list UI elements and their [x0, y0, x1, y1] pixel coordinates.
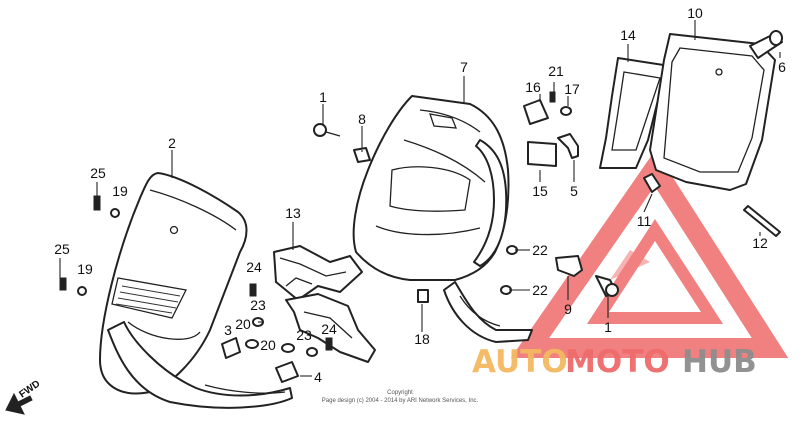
callout-3: 3 [224, 322, 232, 338]
nut-part-17 [560, 106, 572, 116]
screw-part-8 [353, 147, 371, 163]
callout-14: 14 [620, 27, 636, 43]
callout-20-a: 20 [235, 316, 251, 332]
callout-19-b: 19 [77, 261, 93, 277]
callout-23-b: 23 [296, 327, 312, 343]
callout-13: 13 [285, 205, 301, 221]
callout-numbers: 1 1 2 3 4 5 6 7 8 9 10 11 12 13 14 15 16… [54, 5, 786, 385]
watermark-logo [510, 149, 789, 358]
watermark-auto: AUTO [472, 344, 568, 380]
watermark-moto: MOTO [565, 344, 670, 380]
front-cover-part-2 [99, 172, 293, 409]
callout-25-b: 25 [54, 241, 70, 257]
frame-part-10 [649, 33, 776, 191]
copyright-notice: Copyright Page design (c) 2004 - 2014 by… [322, 390, 479, 404]
watermark-text: AUTO MOTO HUB [472, 344, 757, 380]
callout-12: 12 [752, 235, 768, 251]
leader-lines [59, 20, 781, 377]
fitting-part-6 [749, 30, 783, 59]
plate-part-15 [527, 141, 557, 167]
screw-part-21 [549, 91, 556, 103]
callout-11: 11 [637, 213, 652, 229]
callout-23-a: 23 [250, 297, 266, 313]
pin-part-12 [743, 205, 781, 237]
callout-24-b: 24 [321, 321, 337, 337]
small-hardware [59, 195, 518, 383]
watermark-hub: HUB [682, 344, 757, 380]
forward-direction-arrow: FWD [5, 378, 42, 415]
callout-21: 21 [548, 63, 564, 79]
callout-4: 4 [314, 369, 322, 385]
callout-18: 18 [414, 331, 430, 347]
callout-22-b: 22 [532, 282, 548, 298]
inner-cover-part-7 [352, 95, 533, 343]
callout-5: 5 [570, 183, 578, 199]
inner-bracket-part-13 [273, 245, 376, 363]
bolt-part-1-lower [595, 275, 619, 297]
callout-25-a: 25 [90, 165, 106, 181]
bracket-part-9 [555, 255, 583, 277]
bolt-part-1-upper [313, 123, 341, 137]
copyright-line-1: Copyright [387, 390, 413, 396]
callout-19-a: 19 [112, 183, 128, 199]
callout-1-bottom: 1 [604, 319, 612, 335]
callout-17: 17 [564, 81, 580, 97]
clip-part-16 [523, 99, 549, 125]
callout-24-a: 24 [246, 259, 262, 275]
callout-15: 15 [532, 183, 548, 199]
callout-8: 8 [358, 111, 366, 127]
callout-10: 10 [687, 5, 703, 21]
callout-6: 6 [778, 59, 786, 75]
clamp-part-5 [557, 133, 579, 159]
bolt-part-11 [643, 173, 661, 193]
copyright-line-2: Page design (c) 2004 - 2014 by ARI Netwo… [322, 398, 479, 404]
callout-2: 2 [168, 135, 176, 151]
callout-16: 16 [525, 79, 541, 95]
callout-1-top: 1 [319, 89, 327, 105]
callout-22-a: 22 [532, 242, 548, 258]
callout-7: 7 [460, 59, 468, 75]
callout-20-b: 20 [260, 337, 276, 353]
callout-9: 9 [564, 301, 572, 317]
